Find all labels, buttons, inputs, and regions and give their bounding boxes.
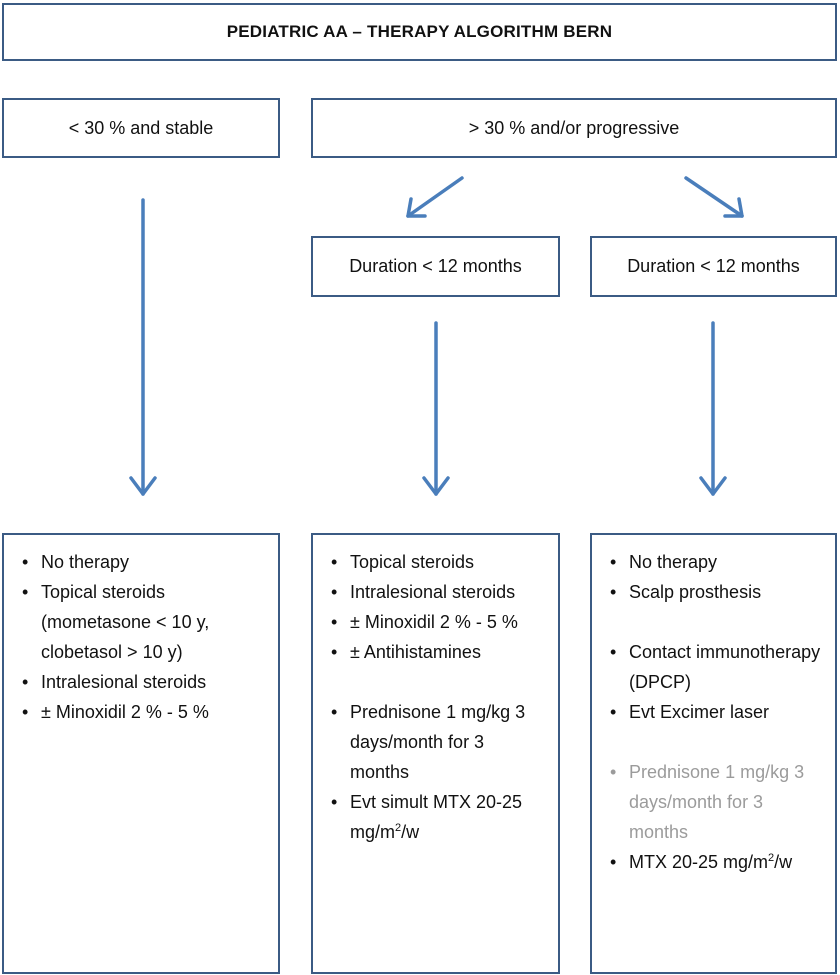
therapy-item: ± Minoxidil 2 % - 5 % <box>325 607 546 637</box>
therapy-box-middle: Topical steroidsIntralesional steroids± … <box>311 533 560 974</box>
arrow-diag-right-head <box>723 197 744 218</box>
arrow-diag-right <box>684 176 744 218</box>
branch-small-stable: < 30 % and stable <box>2 98 280 158</box>
therapy-item: Topical steroids (mometasone < 10 y, clo… <box>16 577 266 667</box>
arrow-diag-left-head <box>406 197 427 218</box>
therapy-box-right: No therapyScalp prosthesisContact immuno… <box>590 533 837 974</box>
therapy-list-middle: Topical steroidsIntralesional steroids± … <box>325 547 546 847</box>
therapy-box-left: No therapyTopical steroids (mometasone <… <box>2 533 280 974</box>
branch-large-progressive: > 30 % and/or progressive <box>311 98 837 158</box>
therapy-item: No therapy <box>16 547 266 577</box>
therapy-item: MTX 20-25 mg/m2/w <box>604 847 823 877</box>
therapy-item: Prednisone 1 mg/kg 3 days/month for 3 mo… <box>604 757 823 847</box>
therapy-item: ± Antihistamines <box>325 637 546 667</box>
therapy-item: Intralesional steroids <box>325 577 546 607</box>
therapy-list-right: No therapyScalp prosthesisContact immuno… <box>604 547 823 877</box>
therapy-item: Scalp prosthesis <box>604 577 823 607</box>
arrow-middle-head <box>422 476 450 496</box>
therapy-item: Topical steroids <box>325 547 546 577</box>
therapy-item: Prednisone 1 mg/kg 3 days/month for 3 mo… <box>325 697 546 787</box>
therapy-item: Evt Excimer laser <box>604 697 823 727</box>
therapy-item: Evt simult MTX 20-25 mg/m2/w <box>325 787 546 847</box>
duration-middle: Duration < 12 months <box>311 236 560 297</box>
therapy-list-left: No therapyTopical steroids (mometasone <… <box>16 547 266 727</box>
therapy-item: Intralesional steroids <box>16 667 266 697</box>
duration-right: Duration < 12 months <box>590 236 837 297</box>
therapy-item: ± Minoxidil 2 % - 5 % <box>16 697 266 727</box>
arrow-left-head <box>129 476 157 496</box>
therapy-item: Contact immunotherapy (DPCP) <box>604 637 823 697</box>
diagram-title: PEDIATRIC AA – THERAPY ALGORITHM BERN <box>2 3 837 61</box>
therapy-item: No therapy <box>604 547 823 577</box>
arrow-right-head <box>699 476 727 496</box>
arrow-diag-left <box>406 176 464 218</box>
